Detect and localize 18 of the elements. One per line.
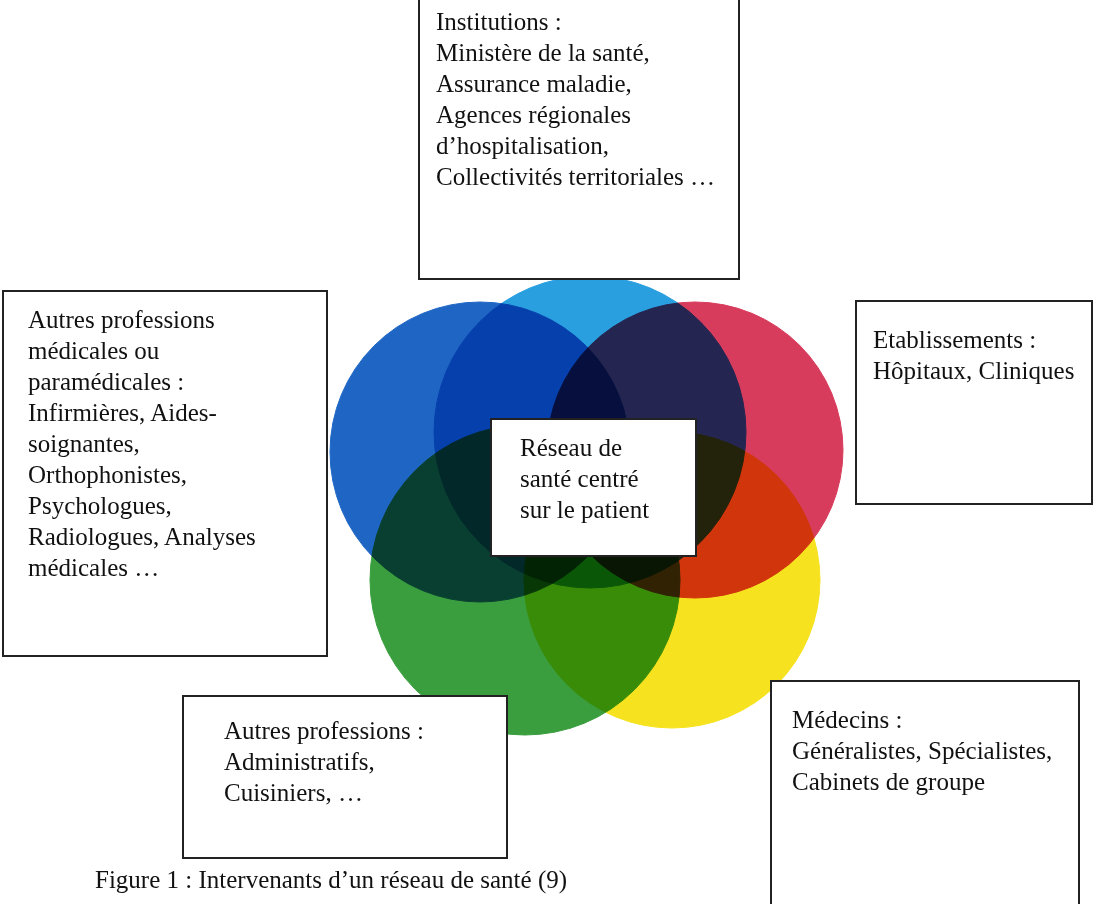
box-heading: Institutions : <box>436 7 563 37</box>
center-box <box>490 418 697 557</box>
text-box <box>418 0 740 280</box>
box-heading: Autres professions médicales ou paramédicales : <box>28 305 216 397</box>
box-text: Hôpitaux, Cliniques <box>873 356 1075 386</box>
box-text: Ministère de la santé, Assurance maladie, Agences régionales d’hospitalisation, Collectivités territoriales … <box>436 38 717 192</box>
box-heading: Médecins : <box>792 705 904 735</box>
box-heading: Etablissements : <box>873 325 1038 355</box>
text-box <box>182 695 508 859</box>
text-box <box>855 300 1093 505</box>
figure-caption: Figure 1 : Intervenants d’un réseau de santé (9) <box>95 865 568 895</box>
box-text: Réseau de santé centré sur le patient <box>520 433 651 525</box>
box-text: Infirmières, Aides-soignantes, Orthophonistes, Psychologues, Radiologues, Analyses médicales … <box>28 398 257 583</box>
box-heading: Autres professions : <box>224 716 425 746</box>
box-text: Généralistes, Spécialistes, Cabinets de groupe <box>792 736 1054 797</box>
text-box <box>2 290 328 657</box>
text-box <box>770 680 1080 904</box>
box-text: Administratifs, Cuisiniers, … <box>224 747 376 808</box>
